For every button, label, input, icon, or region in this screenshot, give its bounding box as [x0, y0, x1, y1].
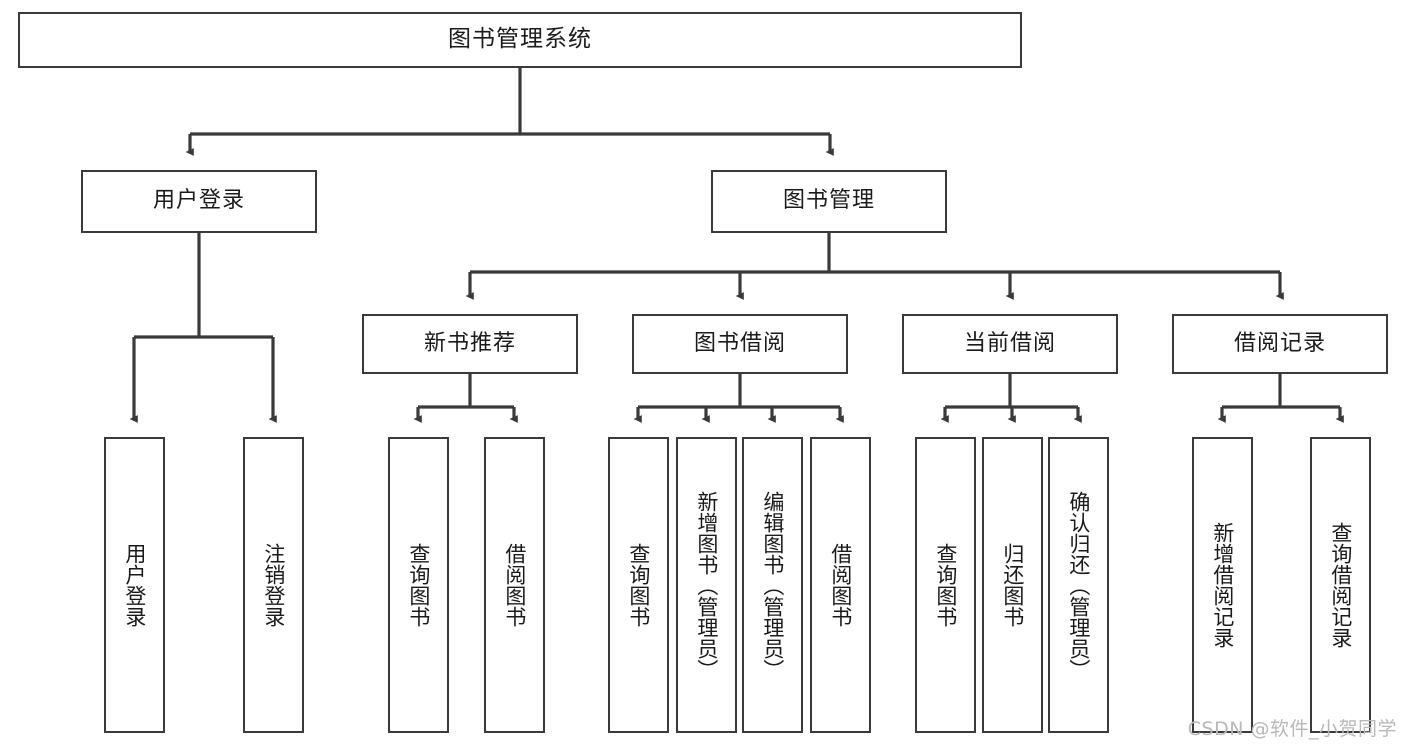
leaf-borrow-book[interactable]: 借阅图书: [810, 437, 871, 733]
leaf-borrow-book-recommend[interactable]: 借阅图书: [484, 437, 545, 733]
leaf-query-borrow-record[interactable]: 查询借阅记录: [1310, 437, 1371, 733]
node-borrow-record[interactable]: 借阅记录: [1172, 314, 1388, 374]
leaf-add-book-admin[interactable]: 新增图书（管理员）: [676, 437, 737, 733]
node-current-borrow[interactable]: 当前借阅: [902, 314, 1118, 374]
leaf-edit-book-admin[interactable]: 编辑图书（管理员）: [742, 437, 803, 733]
leaf-confirm-return-admin[interactable]: 确认归还（管理员）: [1048, 437, 1109, 733]
leaf-add-borrow-record[interactable]: 新增借阅记录: [1192, 437, 1253, 733]
node-book-manage[interactable]: 图书管理: [711, 170, 947, 233]
leaf-user-logout[interactable]: 注销登录: [243, 437, 304, 733]
csdn-watermark: CSDN @软件_小贺同学: [1187, 718, 1397, 740]
leaf-user-login[interactable]: 用户登录: [104, 437, 165, 733]
node-user-login[interactable]: 用户登录: [81, 170, 317, 233]
node-root-system[interactable]: 图书管理系统: [18, 12, 1022, 68]
leaf-query-book-borrow[interactable]: 查询图书: [608, 437, 669, 733]
node-book-borrow[interactable]: 图书借阅: [632, 314, 848, 374]
leaf-return-book[interactable]: 归还图书: [982, 437, 1043, 733]
leaf-query-book-recommend[interactable]: 查询图书: [388, 437, 449, 733]
leaf-query-book-current[interactable]: 查询图书: [915, 437, 976, 733]
node-new-book-recommend[interactable]: 新书推荐: [362, 314, 578, 374]
